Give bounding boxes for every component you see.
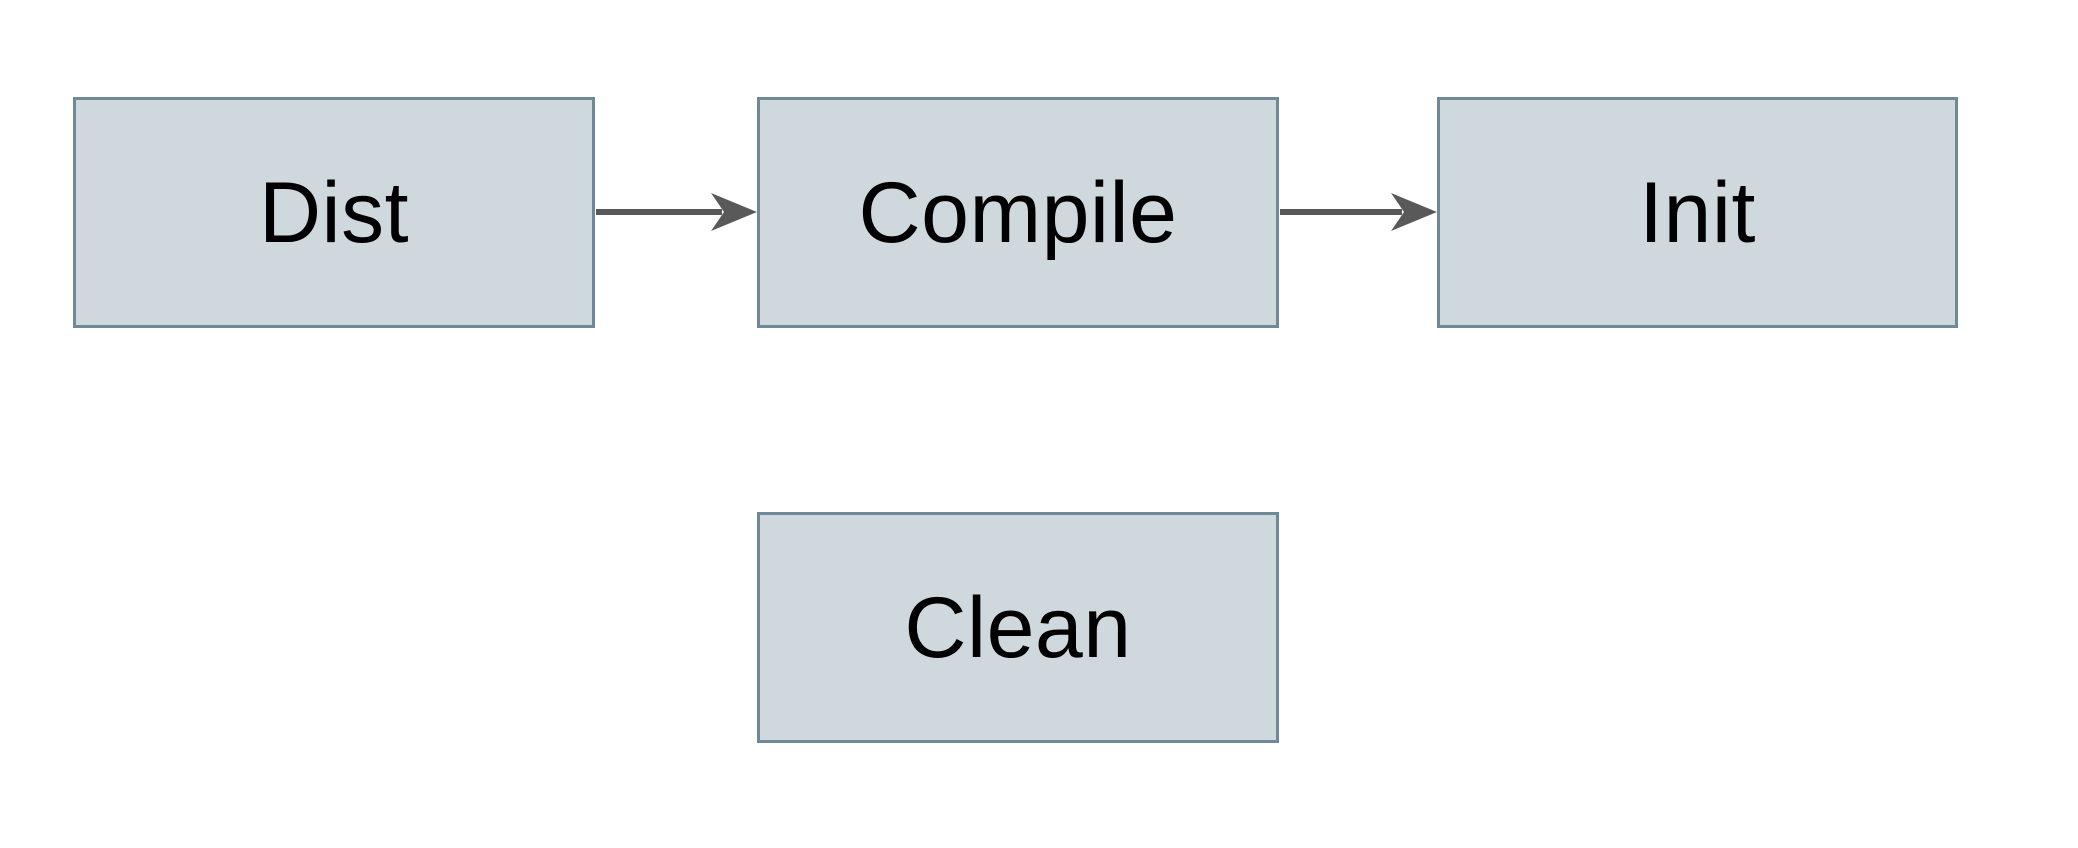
node-dist-label: Dist — [258, 164, 410, 261]
node-clean: Clean — [757, 512, 1279, 743]
node-dist: Dist — [73, 97, 595, 328]
node-init-label: Init — [1639, 164, 1756, 261]
node-clean-label: Clean — [904, 579, 1132, 676]
arrowhead-icon — [711, 193, 757, 231]
node-compile-label: Compile — [858, 164, 1178, 261]
arrow-compile-to-init — [1280, 193, 1437, 231]
arrowhead-icon — [1391, 193, 1437, 231]
node-compile: Compile — [757, 97, 1279, 328]
node-init: Init — [1437, 97, 1958, 328]
arrow-dist-to-compile — [596, 193, 757, 231]
